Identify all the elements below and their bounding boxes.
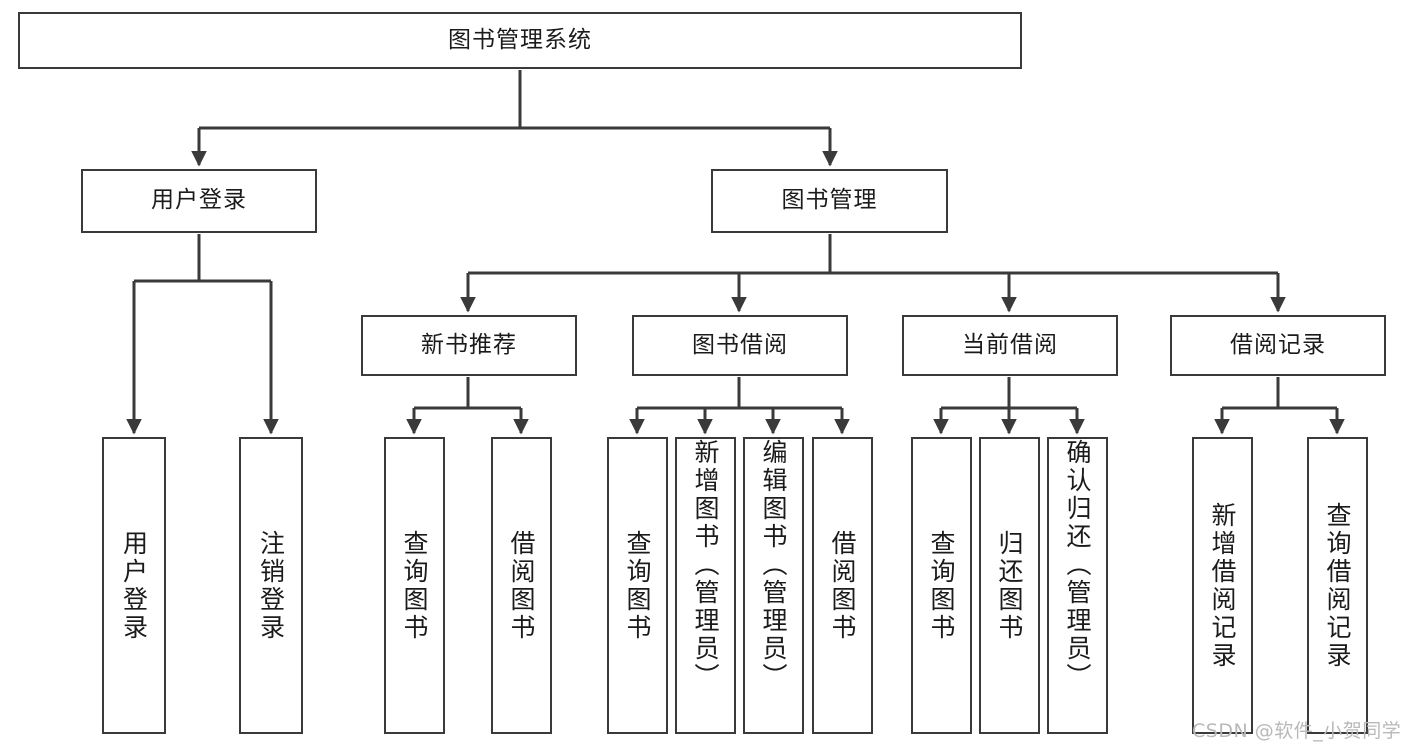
node-label: 注销登录 <box>256 529 286 642</box>
node-label: 借阅图书 <box>828 529 857 642</box>
node-label: 查询图书 <box>623 529 652 642</box>
node-book-manage[interactable]: 图书管理 <box>711 169 948 233</box>
node-label: 查询借阅记录 <box>1323 501 1352 670</box>
leaf-query-book-2[interactable]: 查询图书 <box>607 437 668 734</box>
leaf-query-book-3[interactable]: 查询图书 <box>911 437 972 734</box>
leaf-query-book-1[interactable]: 查询图书 <box>384 437 445 734</box>
node-label: 图书管理系统 <box>448 26 592 53</box>
node-label: 图书借阅 <box>692 331 788 358</box>
leaf-confirm-return[interactable]: 确认归还（管理员） <box>1047 437 1108 734</box>
node-label: 确认归还（管理员） <box>1063 439 1092 691</box>
leaf-edit-book[interactable]: 编辑图书（管理员） <box>743 437 804 734</box>
node-label: 编辑图书（管理员） <box>759 439 788 691</box>
node-label: 新增图书（管理员） <box>691 439 720 691</box>
node-label: 借阅记录 <box>1230 331 1326 358</box>
node-label: 用户登录 <box>119 529 149 642</box>
node-current-borrow[interactable]: 当前借阅 <box>902 315 1118 376</box>
leaf-user-login[interactable]: 用户登录 <box>102 437 166 734</box>
leaf-return-book[interactable]: 归还图书 <box>979 437 1040 734</box>
leaf-borrow-book-1[interactable]: 借阅图书 <box>491 437 552 734</box>
leaf-add-book[interactable]: 新增图书（管理员） <box>675 437 736 734</box>
node-label: 图书管理 <box>781 187 878 214</box>
node-label: 借阅图书 <box>507 529 536 642</box>
node-label: 查询图书 <box>400 529 429 642</box>
node-label: 新书推荐 <box>421 331 517 358</box>
node-borrow-record[interactable]: 借阅记录 <box>1170 315 1386 376</box>
node-new-book-recommend[interactable]: 新书推荐 <box>361 315 577 376</box>
node-label: 新增借阅记录 <box>1208 501 1237 670</box>
leaf-add-record[interactable]: 新增借阅记录 <box>1192 437 1253 734</box>
leaf-borrow-book-2[interactable]: 借阅图书 <box>812 437 873 734</box>
node-label: 归还图书 <box>995 529 1024 642</box>
node-book-borrow[interactable]: 图书借阅 <box>632 315 848 376</box>
node-label: 用户登录 <box>151 187 247 214</box>
node-user-login[interactable]: 用户登录 <box>81 169 317 233</box>
node-book-management-system[interactable]: 图书管理系统 <box>18 12 1022 69</box>
node-label: 当前借阅 <box>962 331 1058 358</box>
node-label: 查询图书 <box>927 529 956 642</box>
leaf-query-record[interactable]: 查询借阅记录 <box>1307 437 1368 734</box>
leaf-user-logout[interactable]: 注销登录 <box>239 437 303 734</box>
csdn-watermark: CSDN @软件_小贺同学 <box>1192 720 1402 742</box>
